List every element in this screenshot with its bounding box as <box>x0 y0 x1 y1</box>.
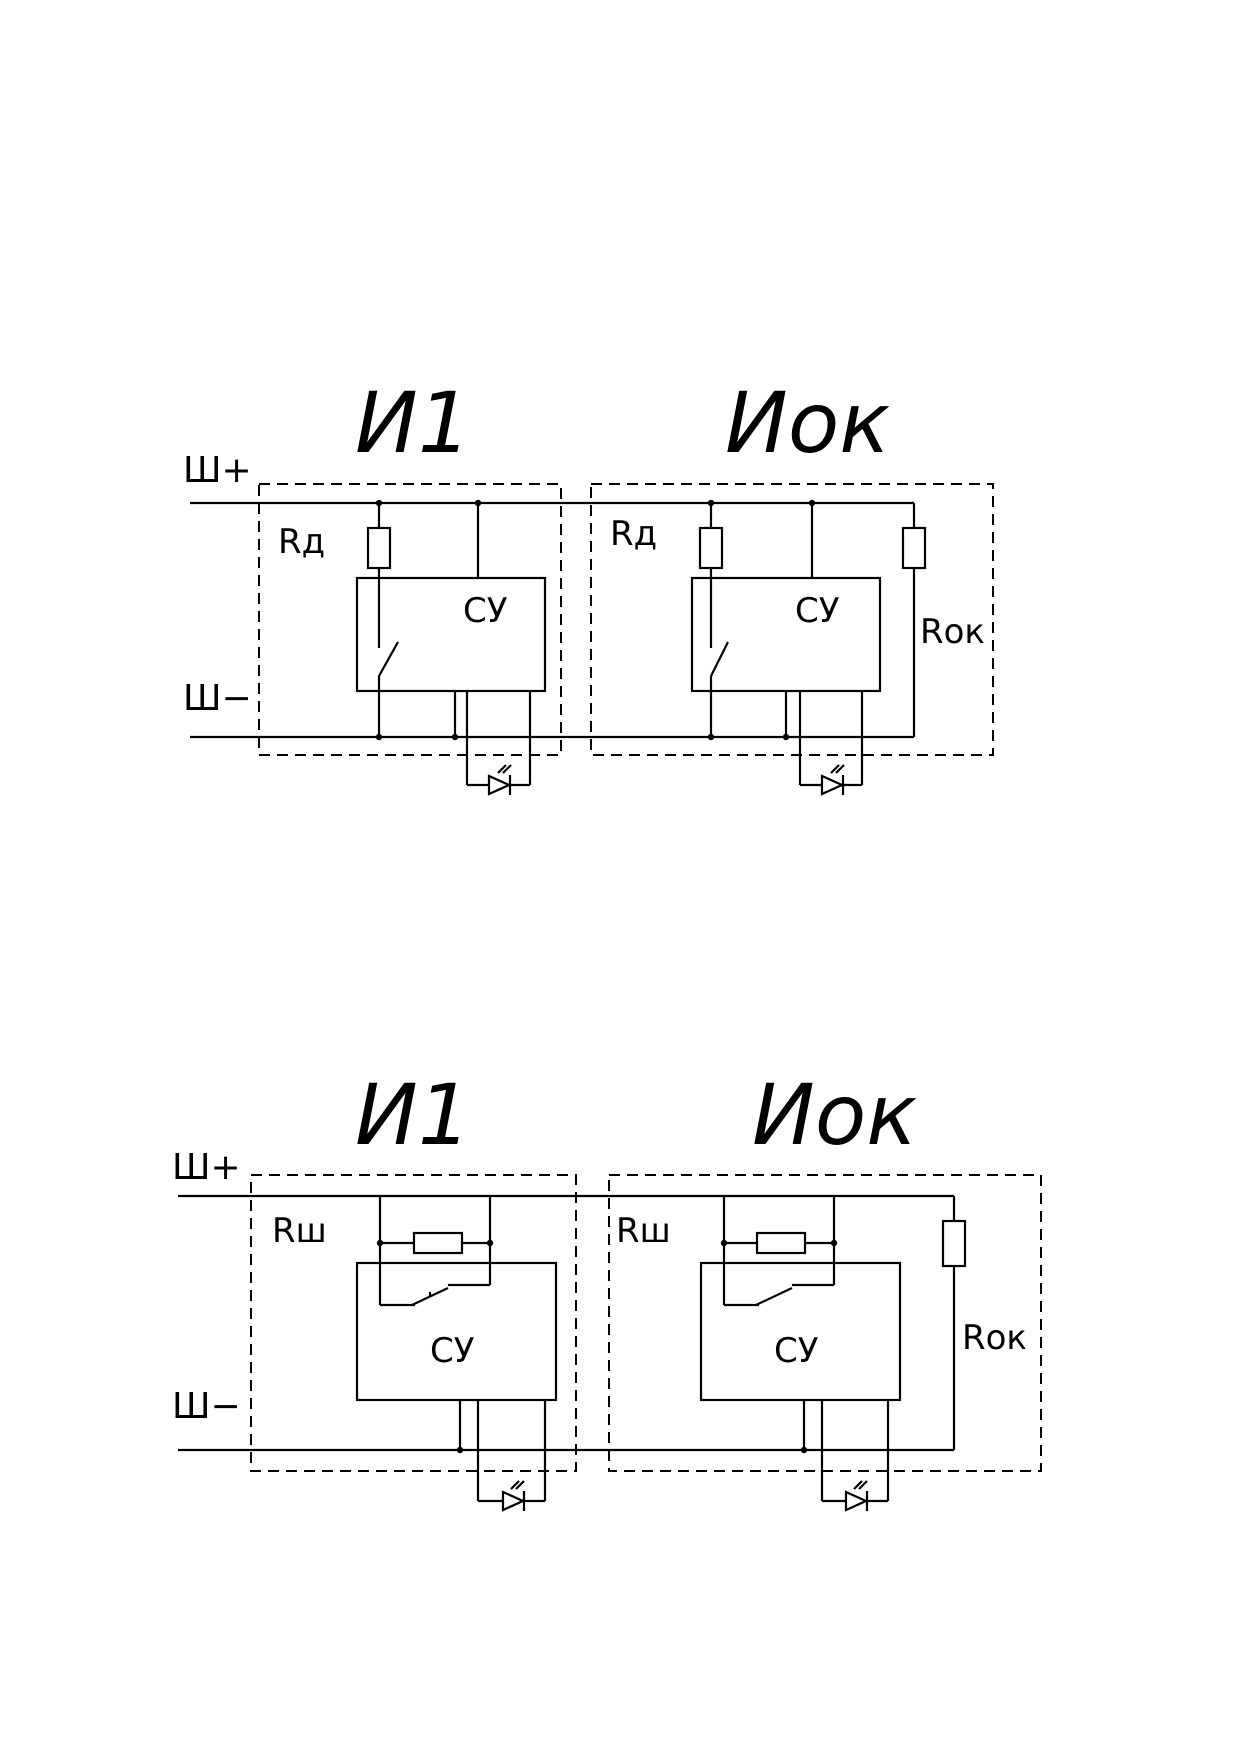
bus-plus-label: Ш+ <box>183 450 252 491</box>
control-unit-3 <box>355 1261 558 1402</box>
bus-minus-label: Ш− <box>183 678 252 719</box>
resistor-rok-1 <box>901 526 927 570</box>
diagram-2: И1 Иок Ш+ Ш− <box>172 1066 1042 1512</box>
resistor-label-3: Rш <box>272 1211 327 1251</box>
resistor-label-2: Rд <box>610 514 657 554</box>
resistor-label-1: Rд <box>278 522 325 562</box>
detector-end-enclosure <box>590 483 994 756</box>
detector-end-enclosure-2 <box>608 1174 1042 1472</box>
control-unit-4 <box>699 1261 902 1402</box>
control-unit-label-1: СУ <box>463 591 508 631</box>
led-icon <box>501 1480 526 1512</box>
detector-1-title-2: И1 <box>355 1066 471 1164</box>
detector-1-circuit: Rд СУ <box>278 499 547 796</box>
detector-end-title-2: Иок <box>752 1066 917 1164</box>
detector-end-title: Иок <box>725 374 890 472</box>
end-resistor-label-2: Rок <box>962 1318 1027 1358</box>
bus-minus-label-2: Ш− <box>172 1386 241 1427</box>
control-unit-1 <box>355 576 547 693</box>
detector-end-circuit-2: Rш СУ Rок <box>616 1196 1027 1512</box>
control-unit-label-2: СУ <box>795 591 840 631</box>
led-icon <box>487 764 512 796</box>
led-icon <box>844 1480 869 1512</box>
detector-1-enclosure <box>258 483 562 756</box>
control-unit-label-4: СУ <box>774 1331 819 1371</box>
resistor-rsh-2 <box>755 1231 807 1255</box>
detector-1-title: И1 <box>355 374 471 472</box>
diagram-1: И1 Иок Ш+ Ш− <box>183 374 994 796</box>
resistor-rd-1 <box>366 526 392 570</box>
bus-plus-label-2: Ш+ <box>172 1147 241 1188</box>
resistor-rsh-1 <box>412 1231 464 1255</box>
control-unit-label-3: СУ <box>430 1331 475 1371</box>
led-icon <box>820 764 845 796</box>
resistor-rok-2 <box>941 1219 967 1268</box>
end-resistor-label-1: Rок <box>920 612 985 652</box>
detector-1-enclosure-2 <box>250 1174 577 1472</box>
resistor-label-4: Rш <box>616 1211 671 1251</box>
resistor-rd-2 <box>698 526 724 570</box>
detector-end-circuit: Rд СУ Rок <box>610 499 985 796</box>
detector-1-circuit-2: Rш СУ <box>272 1196 558 1512</box>
control-unit-2 <box>690 576 882 693</box>
